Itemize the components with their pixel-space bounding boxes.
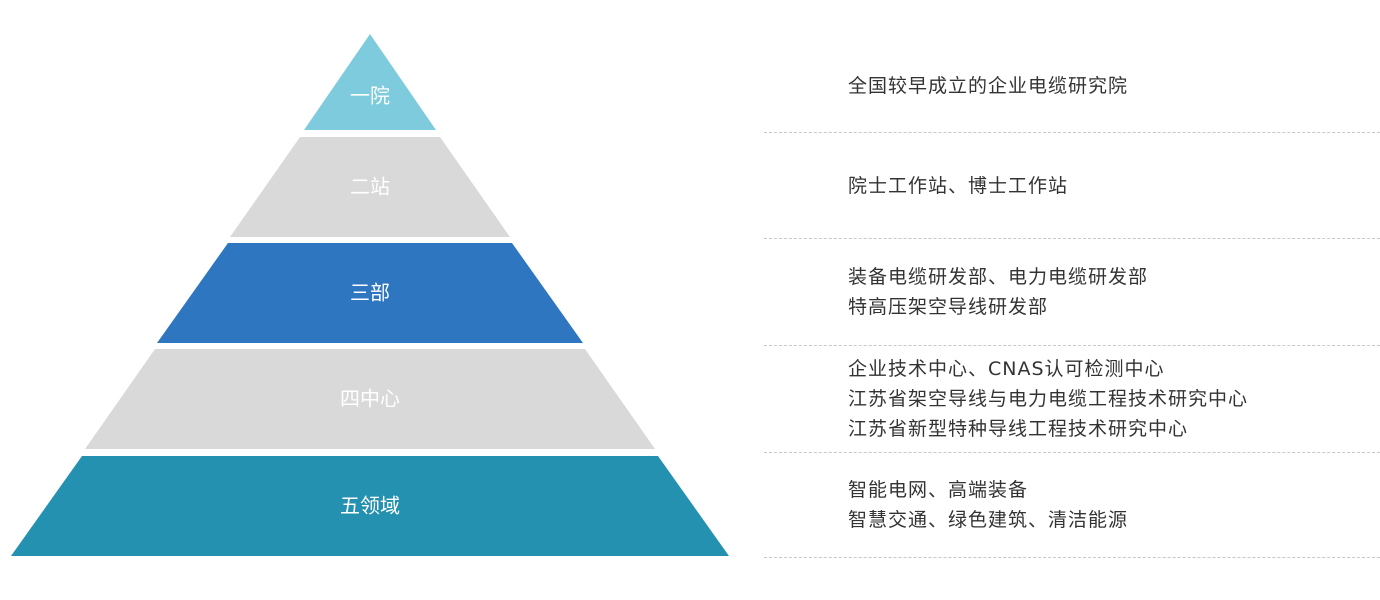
description-row-1: 全国较早成立的企业电缆研究院	[764, 40, 1380, 133]
tier-4-label: 四中心	[340, 387, 400, 411]
pyramid-tier-3	[157, 243, 583, 343]
description-line: 江苏省新型特种导线工程技术研究中心	[848, 418, 1189, 440]
pyramid-tier-2	[230, 137, 510, 237]
tier-5-label: 五领域	[340, 494, 400, 518]
description-row-4: 企业技术中心、CNAS认可检测中心 江苏省架空导线与电力电缆工程技术研究中心 江…	[764, 346, 1380, 453]
description-row-5: 智能电网、高端装备 智慧交通、绿色建筑、清洁能源	[764, 453, 1380, 558]
description-line: 全国较早成立的企业电缆研究院	[848, 75, 1129, 97]
description-line: 智慧交通、绿色建筑、清洁能源	[848, 509, 1129, 531]
description-line: 特高压架空导线研发部	[848, 296, 1049, 318]
description-row-3: 装备电缆研发部、电力电缆研发部 特高压架空导线研发部	[764, 239, 1380, 346]
pyramid-tier-5	[11, 456, 729, 556]
description-line: 江苏省架空导线与电力电缆工程技术研究中心	[848, 388, 1249, 410]
description-line: 院士工作站、博士工作站	[848, 174, 1069, 197]
description-line: 智能电网、高端装备	[848, 479, 1029, 501]
description-row-2: 院士工作站、博士工作站	[764, 133, 1380, 239]
tier-1-label: 一院	[350, 84, 390, 108]
pyramid-tier-1	[304, 34, 436, 130]
pyramid-diagram: 一院 二站 三部 四中心 五领域	[11, 34, 729, 556]
description-line: 装备电缆研发部、电力电缆研发部	[848, 266, 1149, 288]
tier-3-label: 三部	[350, 281, 390, 305]
tier-2-label: 二站	[350, 175, 390, 199]
description-panel: 全国较早成立的企业电缆研究院 院士工作站、博士工作站 装备电缆研发部、电力电缆研…	[764, 0, 1380, 600]
pyramid-tier-4	[85, 349, 655, 449]
description-line: 企业技术中心、CNAS认可检测中心	[848, 358, 1165, 380]
